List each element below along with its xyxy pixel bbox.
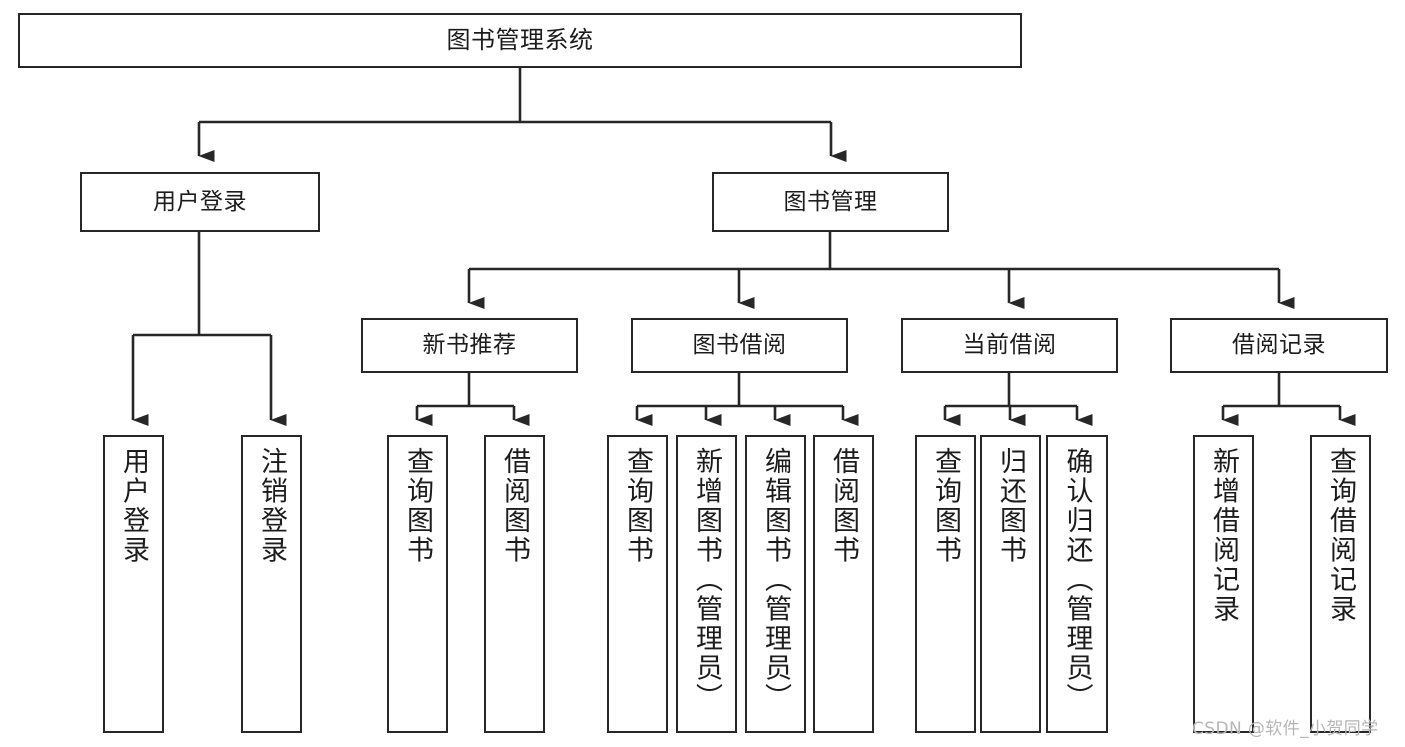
node-label: 查询图书 (930, 447, 961, 565)
node-current-borrow[interactable]: 当前借阅 (901, 318, 1118, 373)
node-label: 借阅图书 (828, 447, 859, 565)
node-label: 确认归还（管理员） (1061, 447, 1093, 713)
node-new-book-recommend[interactable]: 新书推荐 (361, 318, 578, 373)
node-label: 编辑图书（管理员） (760, 447, 791, 713)
leaf-user-login[interactable]: 用户登录 (103, 435, 164, 733)
node-label: 用户登录 (153, 188, 247, 215)
node-label: 新书推荐 (422, 332, 517, 359)
node-label: 注销登录 (256, 447, 287, 565)
node-label: 用户登录 (118, 447, 149, 565)
node-label: 图书借阅 (692, 332, 787, 359)
node-user-login[interactable]: 用户登录 (80, 172, 320, 232)
node-label: 归还图书 (995, 447, 1026, 565)
leaf-query-book-current[interactable]: 查询图书 (915, 435, 976, 733)
leaf-query-borrow-record[interactable]: 查询借阅记录 (1310, 435, 1371, 733)
node-label: 查询图书 (402, 447, 433, 565)
leaf-borrow-book[interactable]: 借阅图书 (813, 435, 874, 733)
node-label: 查询借阅记录 (1325, 447, 1356, 624)
node-label: 借阅记录 (1232, 332, 1326, 359)
node-book-management[interactable]: 图书管理 (712, 172, 949, 232)
node-borrow-record[interactable]: 借阅记录 (1170, 318, 1388, 373)
leaf-add-borrow-record[interactable]: 新增借阅记录 (1193, 435, 1254, 733)
node-label: 图书管理 (783, 188, 878, 215)
node-label: 新增借阅记录 (1208, 447, 1239, 624)
leaf-logout[interactable]: 注销登录 (241, 435, 302, 733)
node-label: 新增图书（管理员） (691, 447, 722, 713)
node-label: 图书管理系统 (446, 25, 594, 54)
leaf-query-book-recommend[interactable]: 查询图书 (387, 435, 448, 733)
node-label: 查询图书 (622, 447, 653, 565)
leaf-query-book-borrow[interactable]: 查询图书 (607, 435, 668, 733)
leaf-confirm-return-admin[interactable]: 确认归还（管理员） (1046, 435, 1108, 733)
csdn-watermark: CSDN @软件_小贺同学 (1192, 719, 1379, 739)
node-label: 当前借阅 (962, 332, 1057, 359)
node-root-book-management-system[interactable]: 图书管理系统 (18, 13, 1022, 68)
leaf-return-book[interactable]: 归还图书 (980, 435, 1041, 733)
node-label: 借阅图书 (499, 447, 530, 565)
leaf-edit-book-admin[interactable]: 编辑图书（管理员） (745, 435, 806, 733)
leaf-add-book-admin[interactable]: 新增图书（管理员） (676, 435, 737, 733)
node-book-borrow[interactable]: 图书借阅 (631, 318, 848, 373)
leaf-borrow-book-recommend[interactable]: 借阅图书 (484, 435, 545, 733)
